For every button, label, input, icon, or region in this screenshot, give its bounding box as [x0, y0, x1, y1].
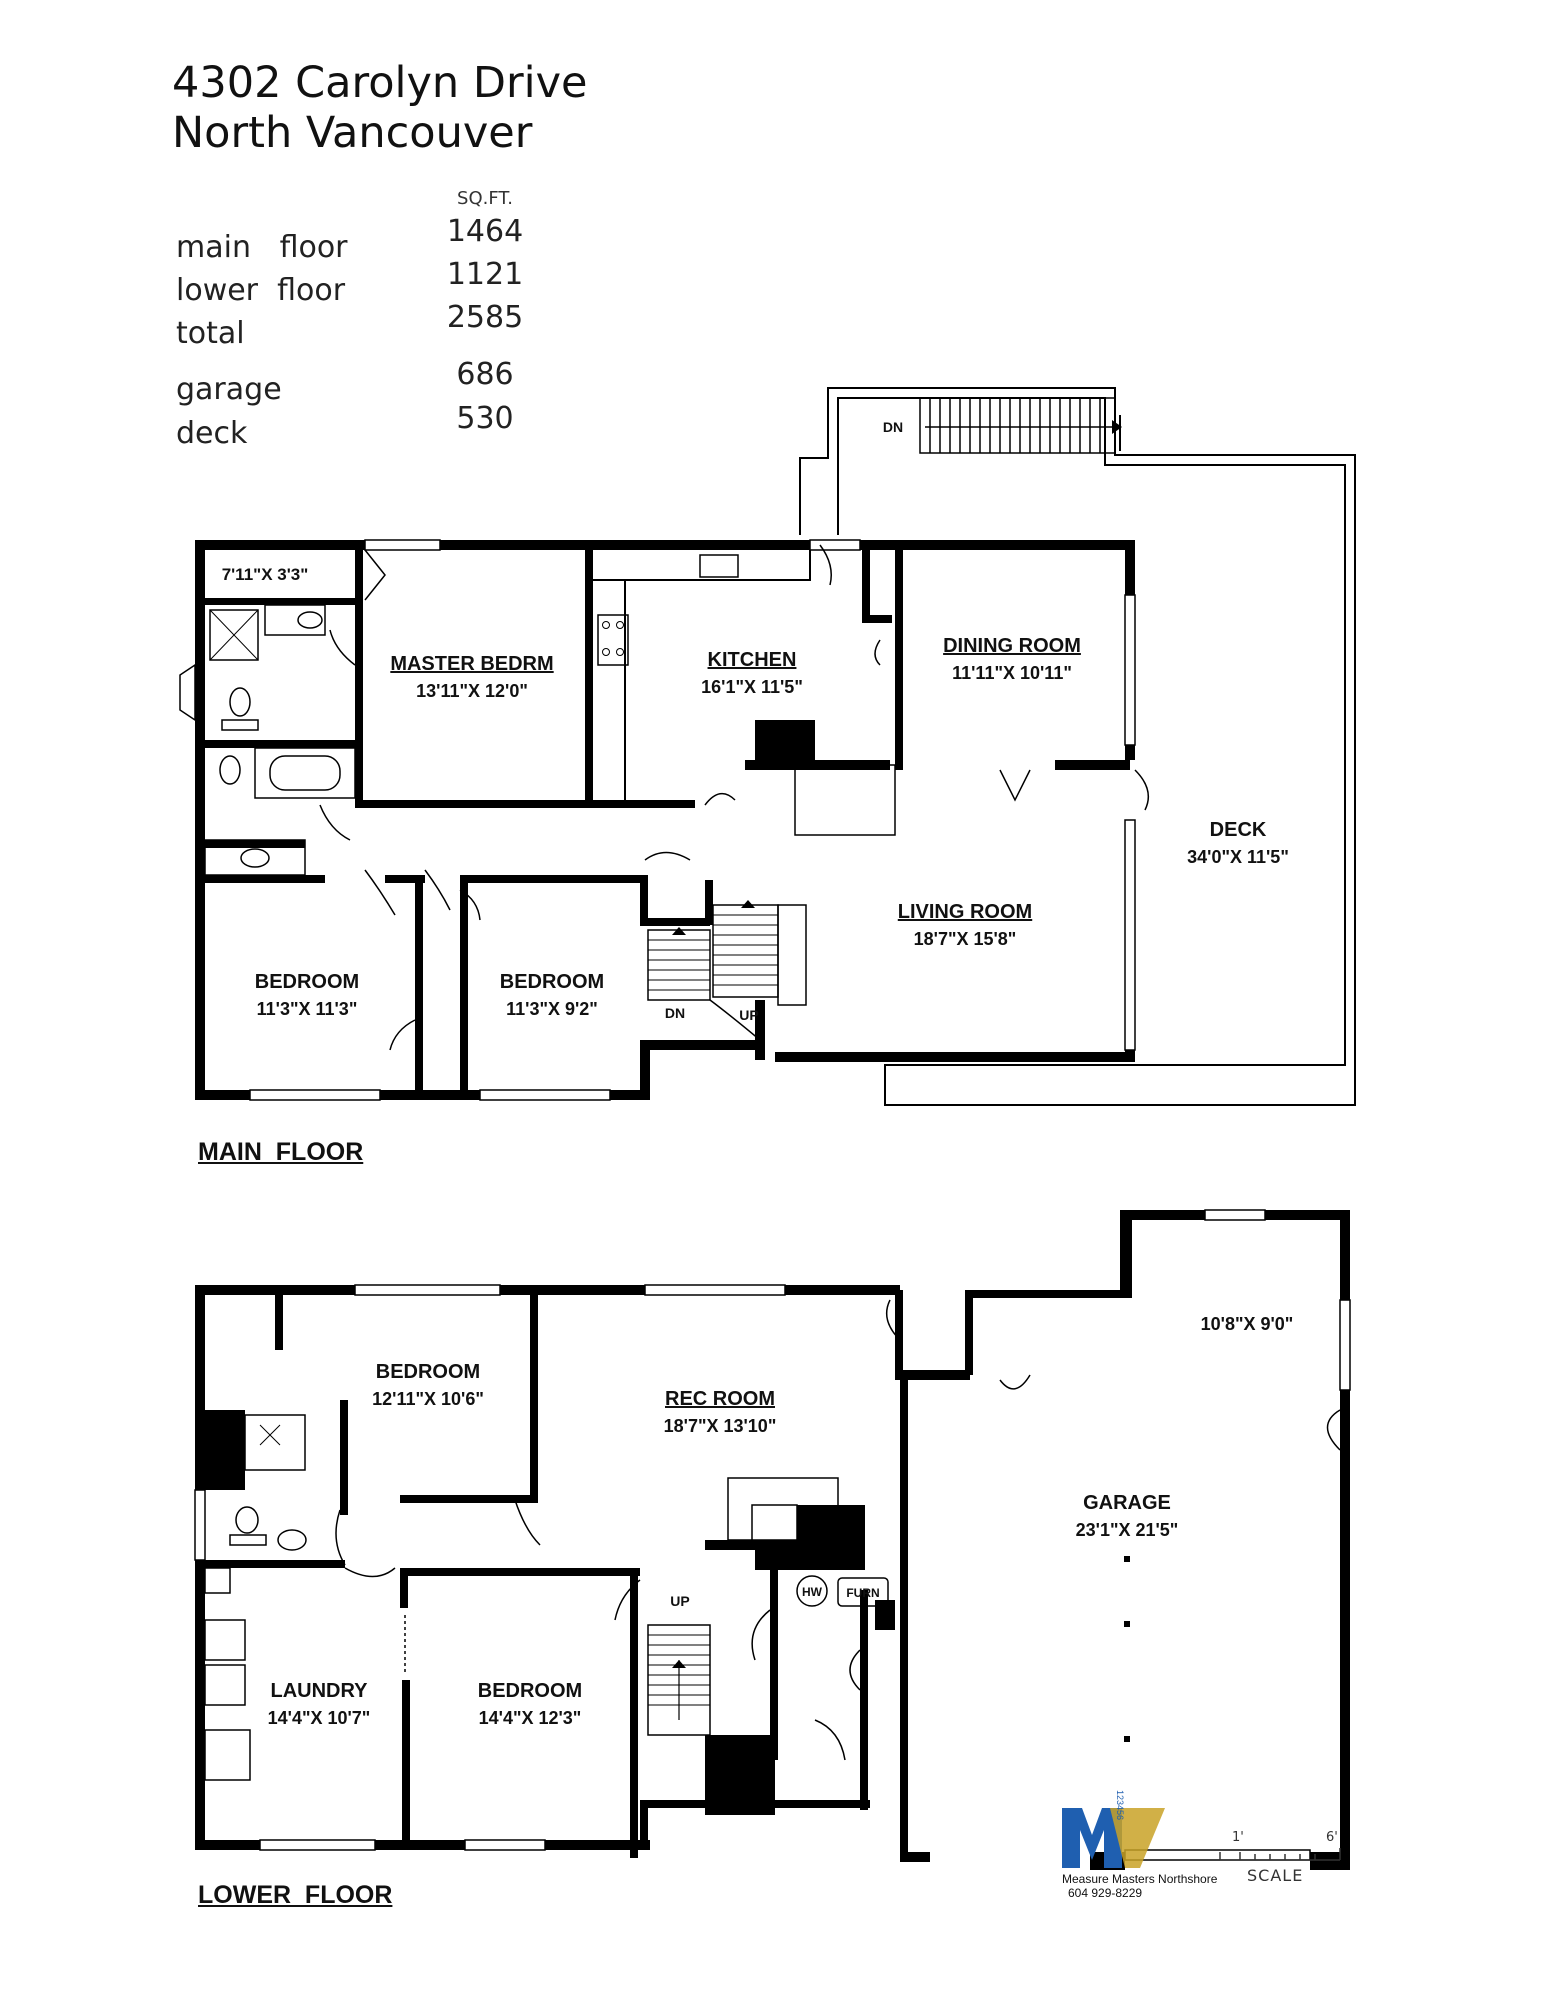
area-label-garage: garage — [176, 372, 282, 407]
deck-outline — [799, 387, 1356, 1106]
deck-stairs-dn: DN — [883, 419, 903, 435]
scale-label: SCALE — [1247, 1866, 1304, 1885]
address-line-1: 4302 Carolyn Drive — [172, 58, 588, 108]
scale-bar — [1219, 1848, 1341, 1861]
area-value-deck: 530 — [456, 401, 514, 436]
main-bedroom1-dim: 11'3"X 11'3" — [257, 999, 358, 1019]
main-kitchen-dim: 16'1"X 11'5" — [701, 677, 803, 697]
main-deck-dim: 34'0"X 11'5" — [1187, 847, 1289, 867]
lower-floor-plan: BEDROOM 12'11"X 10'6" REC ROOM 18'7"X 13… — [194, 1209, 1351, 1870]
lower-rec-dim: 18'7"X 13'10" — [664, 1416, 777, 1436]
main-floor-stairs — [647, 900, 779, 1001]
main-stairs-up: UP — [739, 1007, 758, 1023]
lower-laundry-dim: 14'4"X 10'7" — [268, 1708, 371, 1728]
main-bedroom1-name: BEDROOM — [255, 971, 359, 993]
main-master-dim: 13'11"X 12'0" — [416, 681, 528, 701]
lower-hw-label: HW — [802, 1585, 823, 1599]
lower-bedroom2-name: BEDROOM — [478, 1680, 582, 1702]
lower-garage-name: GARAGE — [1083, 1492, 1171, 1514]
lower-floor-title: LOWER FLOOR — [198, 1881, 393, 1909]
lower-storage-dim: 10'8"X 9'0" — [1201, 1314, 1294, 1334]
main-kitchen-name: KITCHEN — [708, 649, 797, 671]
logo-company: Measure Masters Northshore — [1062, 1872, 1218, 1886]
area-value-total: 2585 — [446, 300, 524, 335]
lower-floor-doors — [335, 1299, 1341, 1761]
lower-floor-windows — [194, 1209, 1351, 1861]
area-label-total: total — [176, 316, 245, 351]
main-floor-fixtures — [204, 550, 896, 1006]
scale-left-label: 1' — [1232, 1830, 1244, 1845]
main-bedroom2-name: BEDROOM — [500, 971, 604, 993]
deck-stairs — [919, 397, 1122, 454]
main-master-name: MASTER BEDRM — [390, 653, 553, 675]
main-living-dim: 18'7"X 15'8" — [914, 929, 1017, 949]
measure-masters-logo — [1062, 1808, 1165, 1868]
lower-garage-dim: 23'1"X 21'5" — [1076, 1520, 1179, 1540]
lower-furn-label: FURN — [846, 1586, 879, 1600]
address-line-2: North Vancouver — [172, 108, 533, 158]
lower-laundry-name: LAUNDRY — [270, 1680, 368, 1702]
lower-floor-fixtures — [204, 1414, 889, 1781]
main-floor-title: MAIN FLOOR — [198, 1138, 364, 1166]
scale-right-label: 6' — [1326, 1830, 1338, 1845]
main-bedroom2-dim: 11'3"X 9'2" — [506, 999, 598, 1019]
lower-stairs-up: UP — [670, 1593, 689, 1609]
main-closet-dim: 7'11"X 3'3" — [222, 565, 309, 584]
main-floor-doors — [319, 544, 1150, 1051]
lower-bedroom2-dim: 14'4"X 12'3" — [479, 1708, 582, 1728]
area-value-lower: 1121 — [446, 257, 524, 292]
lower-rec-name: REC ROOM — [665, 1388, 775, 1410]
main-living-name: LIVING ROOM — [898, 901, 1032, 923]
area-label-deck: deck — [176, 416, 248, 451]
area-label-main: main floor — [176, 230, 348, 265]
garage-door-markers — [1124, 1556, 1130, 1742]
area-value-main: 1464 — [446, 214, 524, 249]
logo-phone: 604 929-8229 — [1068, 1886, 1143, 1900]
area-value-garage: 686 — [456, 357, 514, 392]
main-deck-name: DECK — [1210, 819, 1267, 841]
main-dining-name: DINING ROOM — [943, 635, 1081, 657]
logo-digits: 123456 — [1115, 1790, 1125, 1821]
area-unit-header: SQ.FT. — [457, 188, 513, 209]
main-dining-dim: 11'11"X 10'11" — [952, 663, 1072, 683]
main-floor-windows — [179, 539, 1136, 1101]
lower-bedroom1-name: BEDROOM — [376, 1361, 480, 1383]
area-label-lower: lower floor — [176, 273, 346, 308]
main-floor-plan: 7'11"X 3'3" MASTER BEDRM 13'11"X 12'0" K… — [179, 387, 1356, 1106]
lower-bedroom1-dim: 12'11"X 10'6" — [372, 1389, 484, 1409]
main-stairs-dn: DN — [665, 1005, 685, 1021]
lower-floor-stairs — [647, 1624, 711, 1736]
